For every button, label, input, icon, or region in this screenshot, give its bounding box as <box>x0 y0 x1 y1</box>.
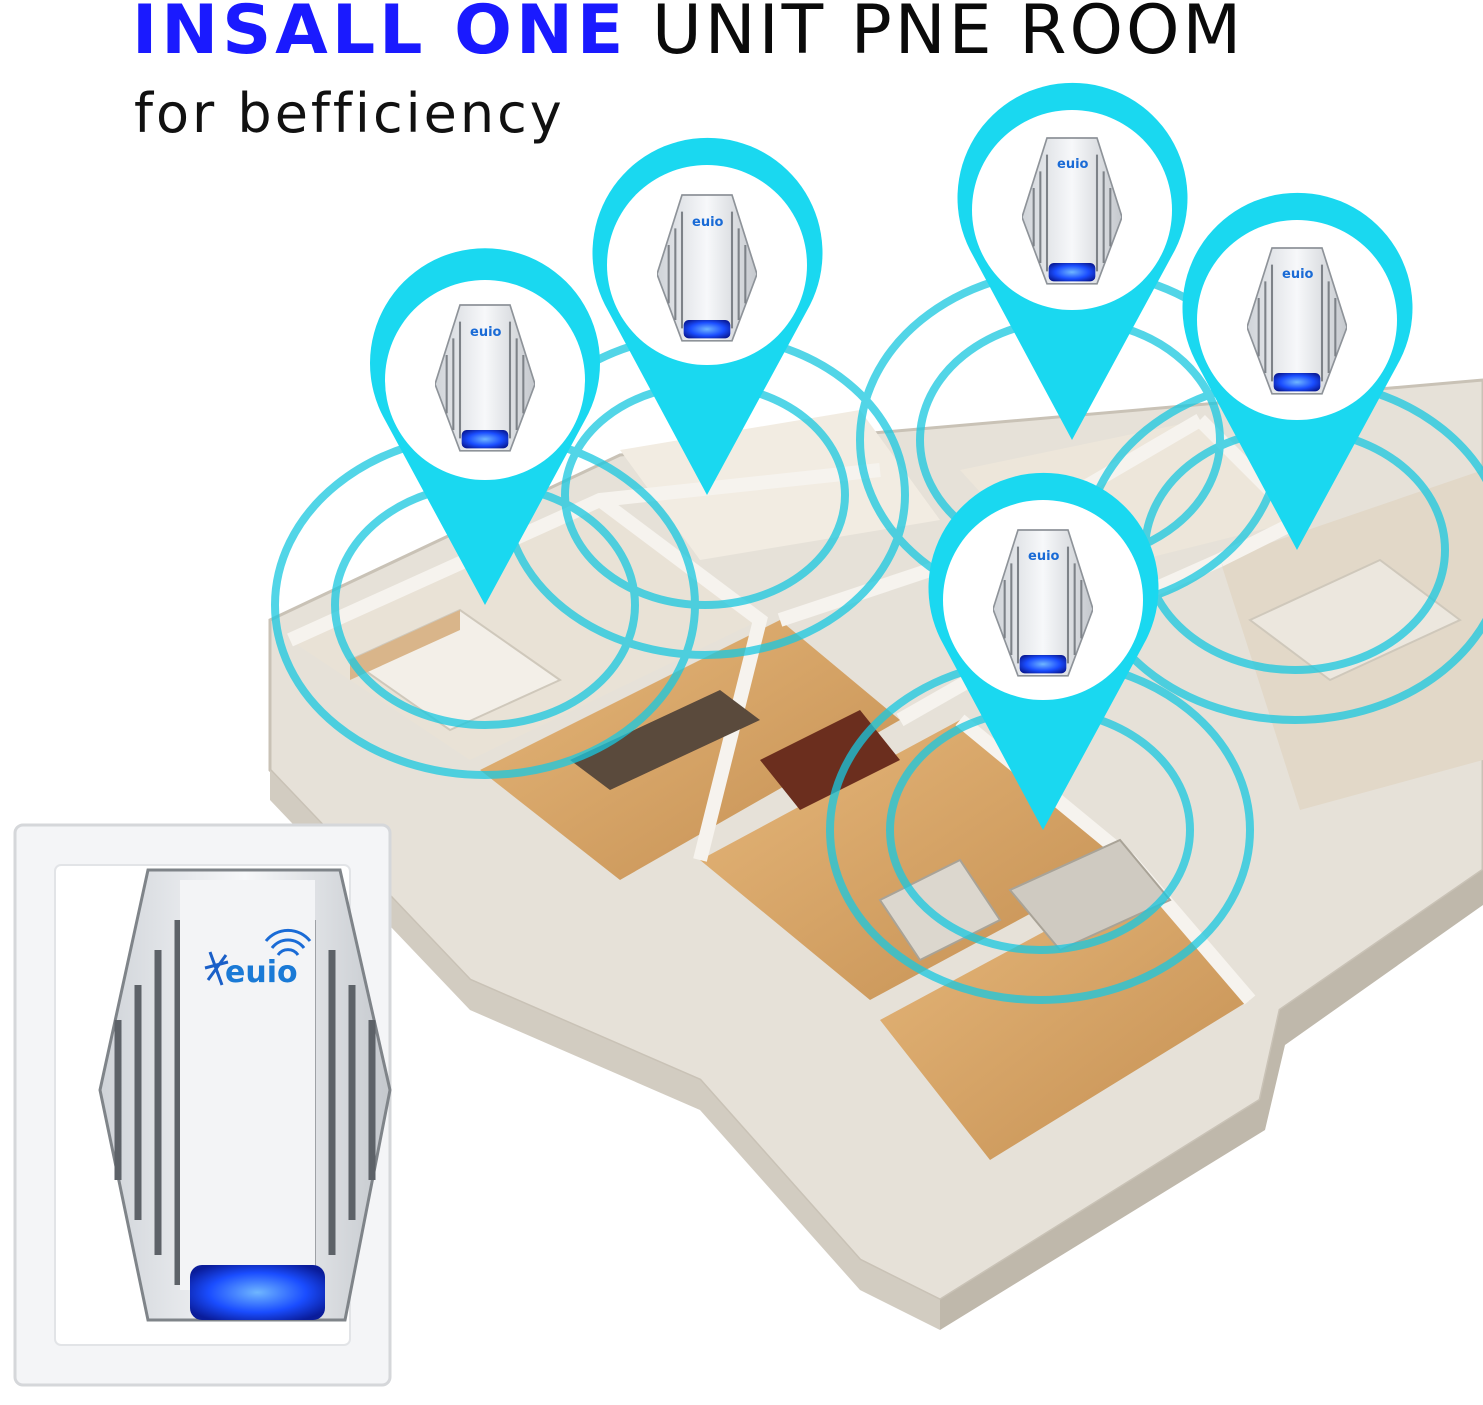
location-pin-icon: euio <box>592 137 823 495</box>
pin-brand-label: euio <box>470 325 502 340</box>
pin-brand-label: euio <box>1057 157 1089 172</box>
headline-strong: INSALL ONE <box>132 0 628 70</box>
location-pins: euio euio euio euio euio <box>370 82 1413 830</box>
location-pin-icon: euio <box>370 248 600 605</box>
pin-brand-label: euio <box>692 215 724 230</box>
location-pin-icon: euio <box>1182 192 1413 551</box>
location-pin-icon: euio <box>957 82 1188 440</box>
wifi-signal-icon <box>264 928 312 956</box>
plug-in-repeller-icon: euio <box>13 823 392 1387</box>
subline: for befficiency <box>134 82 565 145</box>
headline: INSALL ONE UNIT PNE ROOM <box>132 0 1244 69</box>
device-brand-label: euio <box>225 955 298 990</box>
pin-brand-label: euio <box>1028 549 1060 564</box>
furniture <box>347 558 1462 962</box>
headline-rest: UNIT PNE ROOM <box>651 0 1245 70</box>
led-indicator <box>190 1265 325 1320</box>
location-pin-icon: euio <box>928 472 1159 830</box>
mosquito-logo-icon <box>204 951 229 986</box>
pin-brand-label: euio <box>1282 267 1314 282</box>
